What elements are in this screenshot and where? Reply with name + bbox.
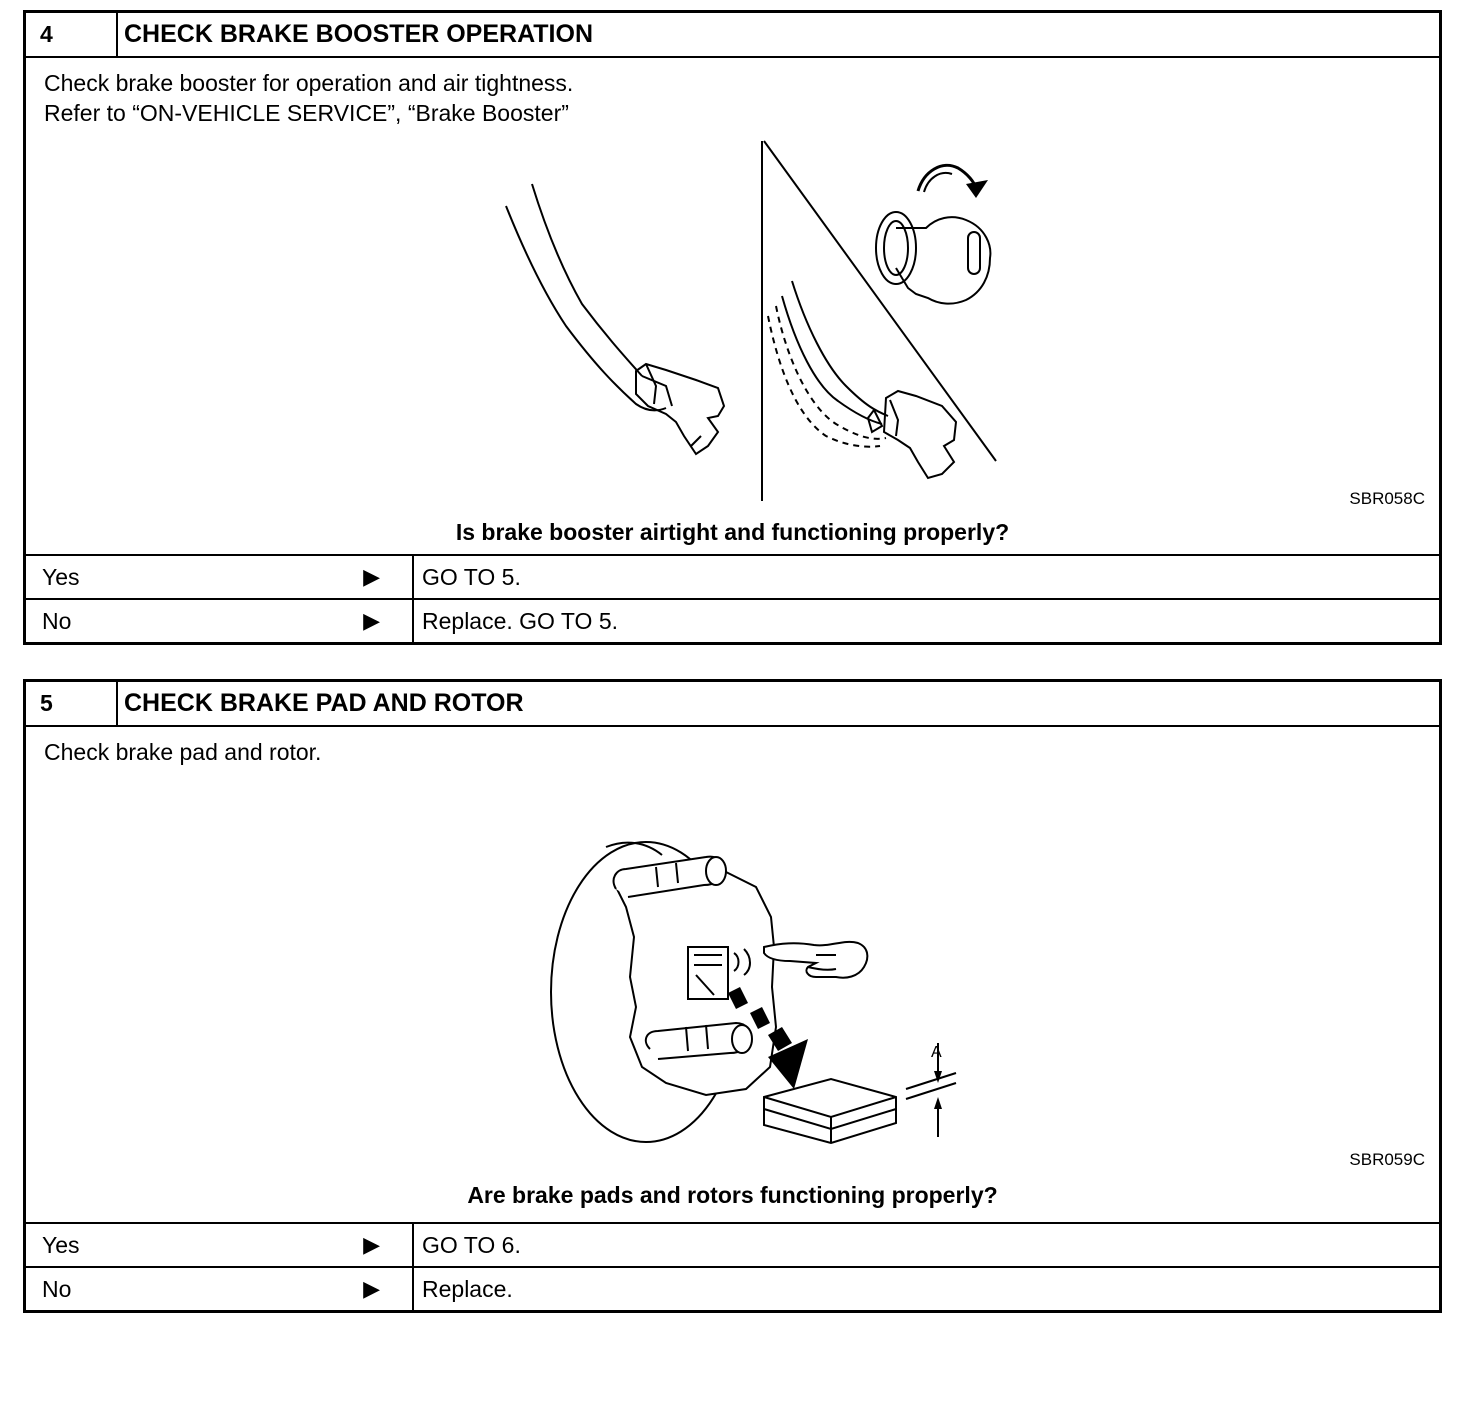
answer-row-no: No ▶ Replace. [26,1266,1439,1310]
step-4-block: 4 CHECK BRAKE BOOSTER OPERATION Check br… [23,10,1442,645]
step-number: 4 [26,13,118,56]
answer-row-yes: Yes ▶ GO TO 6. [26,1222,1439,1266]
right-arrow-icon: ▶ [363,564,380,589]
answer-row-yes: Yes ▶ GO TO 5. [26,554,1439,598]
answer-action: GO TO 5. [422,563,521,590]
right-arrow-icon: ▶ [363,608,380,633]
right-arrow-icon: ▶ [363,1232,380,1257]
answer-label: No [42,1275,72,1302]
step-body: Check brake pad and rotor. [26,727,1439,1310]
dimension-label: A [931,1044,942,1061]
step-number: 5 [26,682,118,725]
answer-row-no: No ▶ Replace. GO TO 5. [26,598,1439,642]
step-body: Check brake booster for operation and ai… [26,58,1439,642]
step-header: 4 CHECK BRAKE BOOSTER OPERATION [26,13,1439,58]
answer-action: Replace. [422,1275,513,1302]
answer-action: GO TO 6. [422,1231,521,1258]
answer-label: No [42,607,72,634]
instruction-line: Check brake booster for operation and ai… [44,70,574,96]
instructions: Check brake booster for operation and ai… [44,68,573,128]
answer-action: Replace. GO TO 5. [422,607,619,634]
question: Is brake booster airtight and functionin… [455,519,1010,545]
figure-id: SBR058C [1349,489,1425,508]
instruction-line: Check brake pad and rotor. [44,739,322,765]
step-title: CHECK BRAKE BOOSTER OPERATION [124,20,594,48]
question: Are brake pads and rotors functioning pr… [467,1182,998,1208]
answer-table: Yes ▶ GO TO 5. No ▶ Replace. GO TO 5. [26,554,1439,642]
answer-table: Yes ▶ GO TO 6. No ▶ Replace. [26,1222,1439,1310]
step-header: 5 CHECK BRAKE PAD AND ROTOR [26,682,1439,727]
right-arrow-icon: ▶ [363,1276,380,1301]
figure-id: SBR059C [1349,1150,1425,1169]
instructions: Check brake pad and rotor. [44,737,321,767]
step-5-block: 5 CHECK BRAKE PAD AND ROTOR Check brake … [23,679,1442,1313]
instruction-line: Refer to “ON-VEHICLE SERVICE”, “Brake Bo… [44,100,569,126]
answer-label: Yes [42,563,80,590]
step-title: CHECK BRAKE PAD AND ROTOR [124,689,524,717]
brake-pad-rotor-illustration: A [550,841,957,1145]
brake-pedal-illustration [505,140,997,501]
answer-label: Yes [42,1231,80,1258]
